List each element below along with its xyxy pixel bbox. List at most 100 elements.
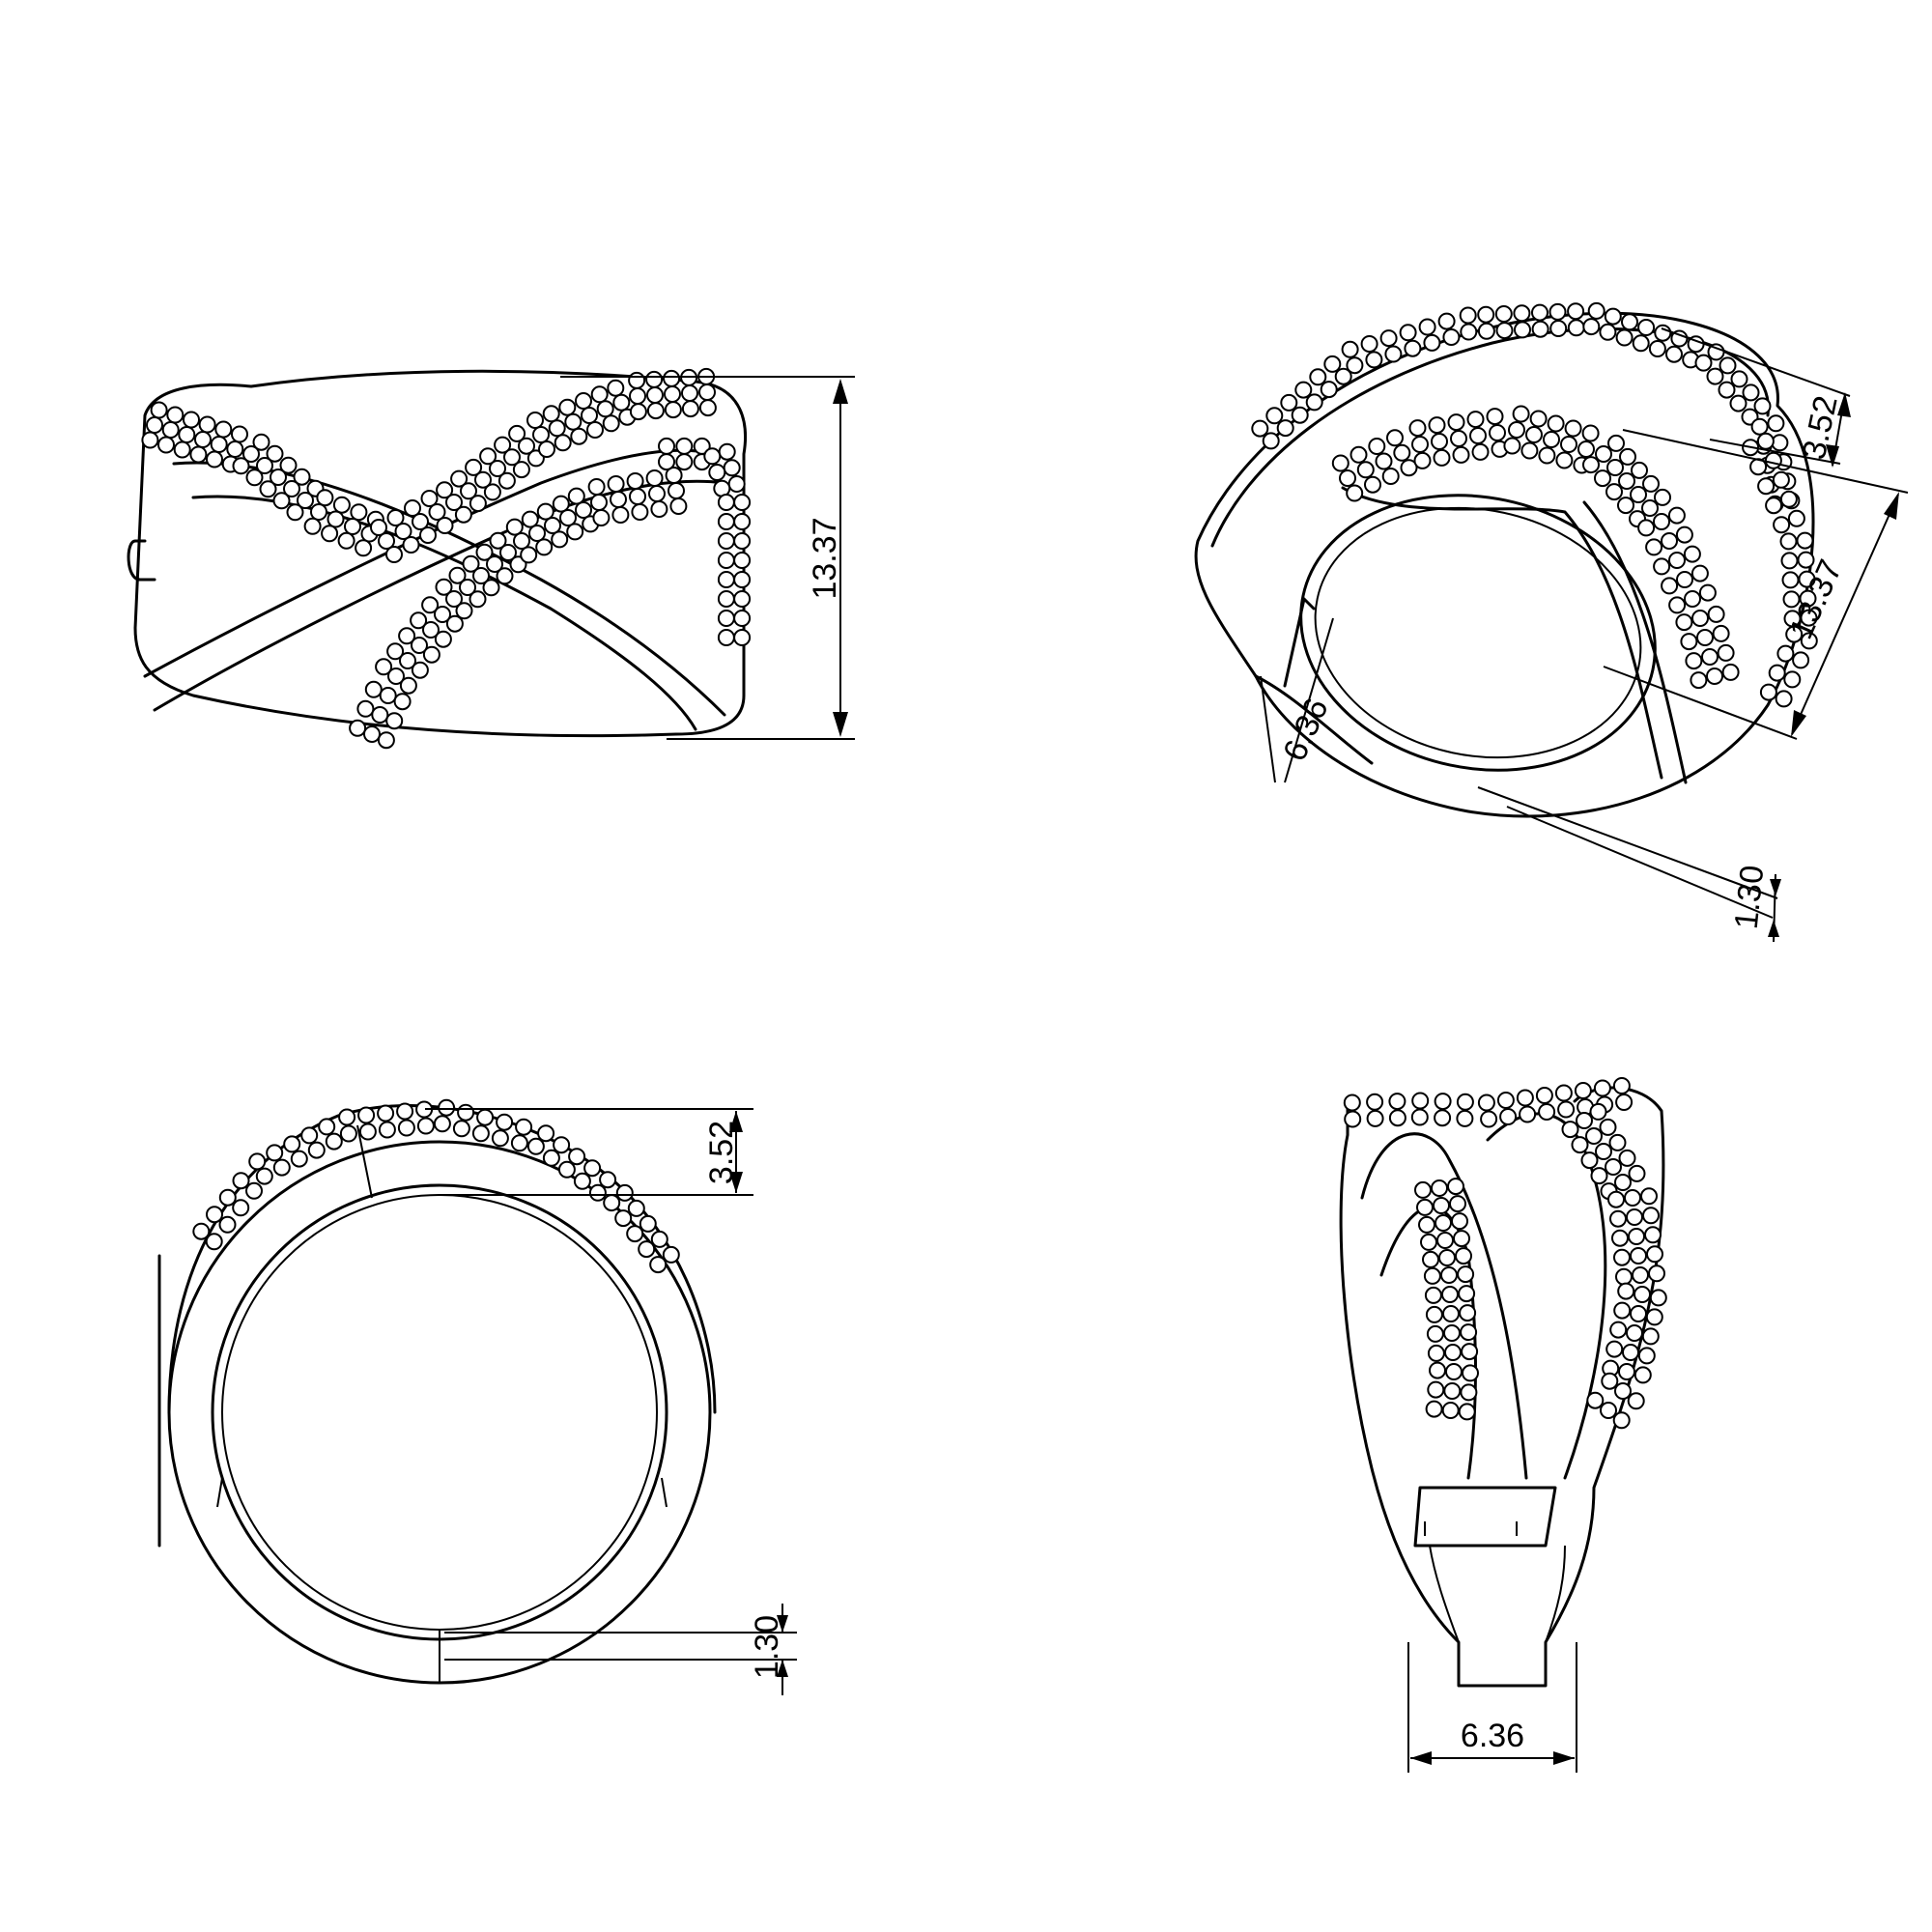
pave-stone bbox=[385, 712, 404, 730]
pave-stone bbox=[631, 503, 649, 521]
pave-stone bbox=[1350, 445, 1368, 464]
pave-stone bbox=[610, 491, 627, 508]
pave-stone bbox=[554, 434, 572, 452]
pave-stone bbox=[205, 1233, 223, 1251]
pave-stone bbox=[1619, 447, 1636, 466]
pave-stone bbox=[1431, 1179, 1448, 1197]
end-view bbox=[1339, 1077, 1667, 1688]
pave-stone bbox=[1742, 384, 1760, 402]
pave-stone bbox=[1543, 431, 1560, 448]
pave-stone bbox=[1520, 441, 1539, 460]
pave-stone bbox=[386, 509, 405, 526]
pave-stone bbox=[141, 431, 159, 449]
pave-stone bbox=[146, 416, 163, 434]
pave-stone bbox=[535, 538, 554, 556]
pave-stone bbox=[532, 426, 550, 443]
pave-stone bbox=[1605, 1340, 1624, 1358]
pave-stone bbox=[1634, 1366, 1652, 1384]
pave-stone bbox=[1690, 671, 1708, 690]
pave-stone bbox=[1668, 552, 1686, 569]
pave-stone bbox=[1767, 414, 1785, 433]
pave-stone bbox=[1799, 589, 1817, 608]
pave-stone bbox=[1262, 432, 1280, 450]
pave-stone bbox=[575, 392, 592, 410]
pave-stone bbox=[668, 482, 685, 499]
pave-stone bbox=[1690, 564, 1709, 582]
pave-stone bbox=[1626, 1208, 1643, 1226]
pave-stone bbox=[1718, 381, 1736, 399]
front-view bbox=[127, 367, 752, 750]
pave-stone bbox=[586, 421, 604, 439]
pave-stone bbox=[378, 1121, 396, 1139]
pave-stone bbox=[1460, 323, 1478, 341]
pave-stone bbox=[1634, 1286, 1651, 1303]
pave-stone bbox=[733, 610, 752, 627]
perspective-thickness-label: 1.30 bbox=[1728, 864, 1772, 931]
pave-stone bbox=[1442, 328, 1461, 346]
pave-stone bbox=[316, 489, 334, 507]
pave-stone bbox=[1368, 438, 1386, 455]
pave-stone bbox=[1427, 1344, 1445, 1362]
pave-stone bbox=[1585, 1127, 1603, 1145]
pave-stone bbox=[1508, 421, 1525, 439]
pave-stone bbox=[1684, 590, 1701, 608]
pave-stone bbox=[1411, 1092, 1430, 1110]
pave-stone bbox=[206, 1206, 223, 1224]
pave-stone bbox=[450, 469, 469, 488]
pave-stone bbox=[397, 1119, 415, 1137]
pave-stone bbox=[645, 469, 664, 487]
pave-stone bbox=[1477, 322, 1495, 340]
side-thickness-label: 1.30 bbox=[749, 1615, 785, 1679]
pave-stone bbox=[573, 1172, 591, 1190]
pave-stone bbox=[698, 399, 717, 417]
pave-stone bbox=[1561, 1121, 1579, 1139]
pave-stone bbox=[587, 478, 606, 496]
pave-stone bbox=[1450, 430, 1467, 447]
pave-stone bbox=[1630, 1305, 1647, 1322]
pave-stone bbox=[1408, 419, 1427, 438]
pave-stone bbox=[1706, 668, 1723, 685]
pave-stone bbox=[1628, 1164, 1646, 1182]
pave-stone bbox=[723, 459, 741, 477]
pave-stone bbox=[283, 480, 300, 497]
pave-stone bbox=[1630, 1247, 1647, 1264]
pave-stone bbox=[436, 517, 454, 534]
pave-stone bbox=[1783, 670, 1802, 689]
pave-stone bbox=[411, 637, 428, 654]
pave-stone bbox=[733, 494, 752, 511]
pave-stone bbox=[1609, 1209, 1627, 1228]
pave-stone bbox=[1599, 323, 1617, 341]
pave-stone bbox=[421, 596, 440, 614]
front-height-dimension: 13.37 bbox=[560, 376, 855, 740]
pave-stone bbox=[1451, 1212, 1468, 1231]
pave-stone bbox=[1393, 443, 1411, 462]
pave-stone bbox=[1477, 1094, 1495, 1112]
pave-stone bbox=[1637, 1347, 1656, 1365]
pave-stone bbox=[1453, 1230, 1470, 1248]
pave-stone bbox=[717, 610, 735, 627]
pave-stone bbox=[626, 1225, 644, 1243]
pave-stone bbox=[733, 590, 752, 608]
pave-stone bbox=[245, 1181, 263, 1200]
pave-stone bbox=[1459, 1304, 1477, 1322]
pave-stone bbox=[499, 544, 517, 561]
pave-stone bbox=[1375, 452, 1393, 470]
pave-stone bbox=[1466, 411, 1485, 429]
pave-stone bbox=[1494, 305, 1513, 323]
pave-stone bbox=[399, 652, 416, 669]
pave-stone bbox=[1646, 1245, 1663, 1264]
pave-stone bbox=[1442, 1305, 1460, 1322]
pave-stone bbox=[1580, 1151, 1599, 1170]
pave-stone bbox=[638, 1240, 656, 1259]
pave-stone bbox=[1366, 1093, 1384, 1111]
pave-stone bbox=[526, 412, 544, 429]
pave-stone bbox=[438, 1098, 456, 1117]
pave-stone bbox=[150, 401, 168, 419]
pave-stone bbox=[1343, 1094, 1361, 1112]
pave-stone bbox=[402, 536, 420, 554]
pave-stone bbox=[303, 517, 322, 535]
pave-stone bbox=[1590, 1167, 1608, 1185]
pave-stone bbox=[559, 509, 577, 526]
pave-stone bbox=[420, 490, 439, 507]
pave-stone bbox=[210, 436, 228, 453]
